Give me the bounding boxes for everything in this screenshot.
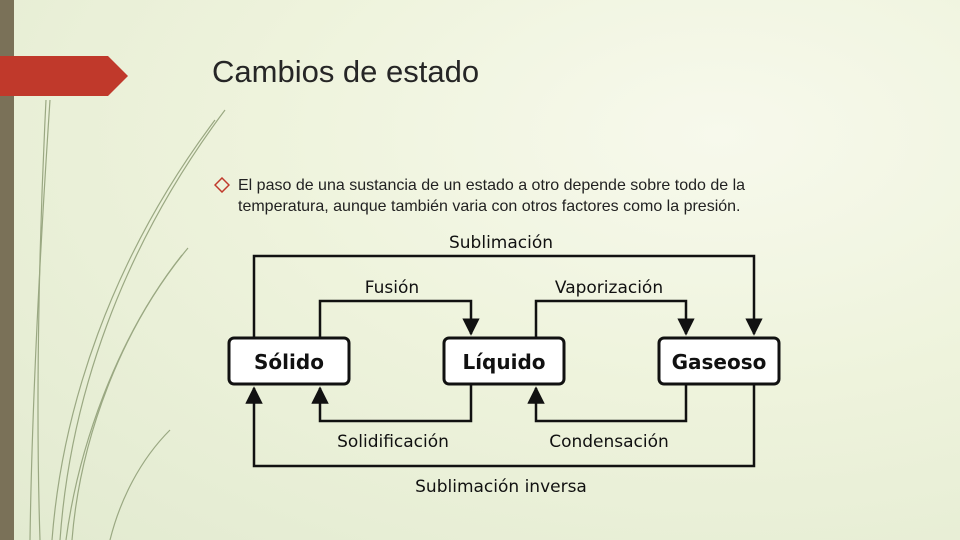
label-condensation: Condensación [549, 432, 669, 452]
arrow-inverse-sublimation [245, 384, 756, 468]
left-accent-bar [0, 0, 14, 540]
node-solid-label: Sólido [254, 350, 324, 374]
arrow-sublimation [252, 254, 763, 338]
title-accent-tab [0, 56, 128, 96]
node-liquid: Líquido [442, 336, 566, 386]
arrow-vaporization [534, 299, 695, 338]
node-solid: Sólido [227, 336, 351, 386]
label-sublimation: Sublimación [449, 233, 553, 253]
label-vaporization: Vaporización [555, 278, 663, 298]
state-change-diagram: Sólido Líquido Gaseoso Sublimación Fusió… [227, 233, 781, 497]
label-fusion: Fusión [365, 278, 419, 298]
bullet-text: El paso de una sustancia de un estado a … [238, 177, 746, 215]
arrow-solidification [311, 384, 473, 423]
label-solidification: Solidificación [337, 432, 449, 452]
decorative-grass-lines [29, 99, 226, 540]
label-inverse-sublimation: Sublimación inversa [415, 477, 587, 497]
bullet-item: El paso de una sustancia de un estado a … [214, 175, 834, 217]
node-gas-label: Gaseoso [672, 350, 767, 374]
node-gas: Gaseoso [657, 336, 781, 386]
slide-title: Cambios de estado [212, 54, 480, 89]
arrow-condensation [527, 384, 688, 423]
node-liquid-label: Líquido [462, 350, 545, 374]
diamond-outline-icon [214, 177, 230, 193]
arrow-fusion [318, 299, 480, 338]
